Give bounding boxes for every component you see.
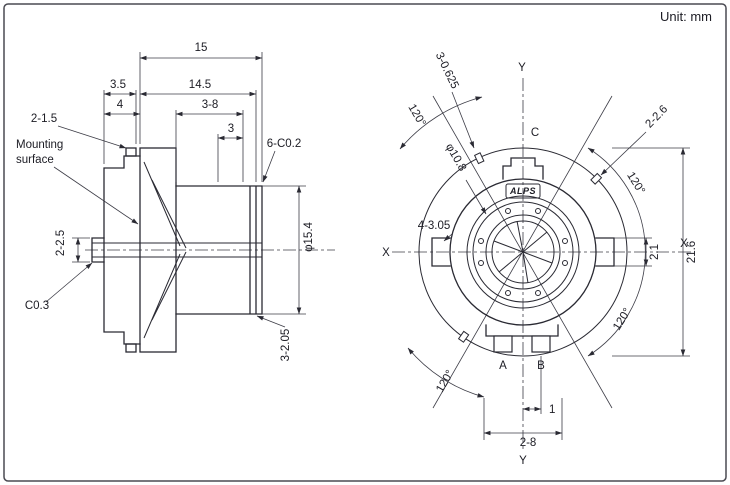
dim-body-diameter: φ15.4 [303, 221, 315, 251]
front-view: ALPS X X Y Y A B C 3-0.625 2-2.6 φ10.8 4… [382, 51, 698, 467]
terminal-label-b: B [537, 360, 545, 372]
mounting-surface-label-line1: Mounting [16, 139, 63, 151]
dim-side-tabs-4-3-05: 4-3.05 [418, 220, 451, 232]
dim-groove-width: 3 [228, 123, 234, 135]
alps-logo-box [505, 183, 541, 199]
outer-ring-notches [457, 152, 603, 343]
side-outline [91, 147, 263, 353]
terminal-label-c: C [531, 127, 539, 139]
dim-shaft-tip-2-2-5: 2-2.5 [55, 230, 67, 256]
unit-label: Unit: mm [660, 9, 712, 24]
alps-logo: ALPS [509, 186, 536, 196]
dim-pin-offset-1: 1 [549, 404, 555, 416]
y-axis-label-bottom: Y [519, 455, 527, 467]
side-dimension-lines [45, 52, 306, 328]
dim-notches-3-0625: 3-0.625 [433, 51, 461, 91]
side-view: 15 3.5 14.5 4 3-8 3 2-1.5 6-C0.2 2-2.5 C… [16, 42, 335, 361]
dim-chamfer-c03: C0.3 [25, 300, 49, 312]
x-axis-label-right: X [680, 238, 688, 250]
side-inner-lines [92, 161, 262, 339]
terminal-pin-b [531, 335, 551, 353]
dim-tab-width-2-1: 2.1 [649, 244, 661, 260]
x-axis-label-left: X [382, 247, 390, 259]
body-circles [418, 147, 628, 357]
terminal-label-a: A [499, 360, 507, 372]
dim-angle-120-top-right: 120° [624, 170, 647, 197]
mounting-tabs [431, 157, 615, 337]
dim-bushing-length: 3.5 [110, 79, 126, 91]
rivet-holes [478, 208, 568, 296]
terminal-pin-a [493, 335, 513, 353]
dim-body-length: 14.5 [189, 79, 211, 91]
dim-inner-diameter: φ10.8 [443, 142, 468, 174]
mounting-surface-label-line2: surface [16, 154, 54, 166]
rotor-spokes [493, 220, 553, 284]
dim-flange-depth: 4 [117, 99, 124, 111]
dim-holes-3-8: 3-8 [202, 99, 219, 111]
dim-rear-holes-3-2-05: 3-2.05 [280, 329, 292, 362]
dim-clips-2-1-5: 2-1.5 [31, 113, 57, 125]
dim-top-tabs-2-2-6: 2-2.6 [643, 103, 670, 130]
front-dimension-lines [443, 91, 690, 440]
dim-overall-height: 21.6 [686, 241, 698, 263]
page-border [3, 3, 727, 482]
dim-pin-spacing-2-8: 2-8 [520, 437, 537, 449]
dim-chamfer-6-c02: 6-C0.2 [267, 138, 302, 150]
y-axis-label-top: Y [518, 62, 526, 74]
dim-overall-length: 15 [195, 42, 208, 54]
